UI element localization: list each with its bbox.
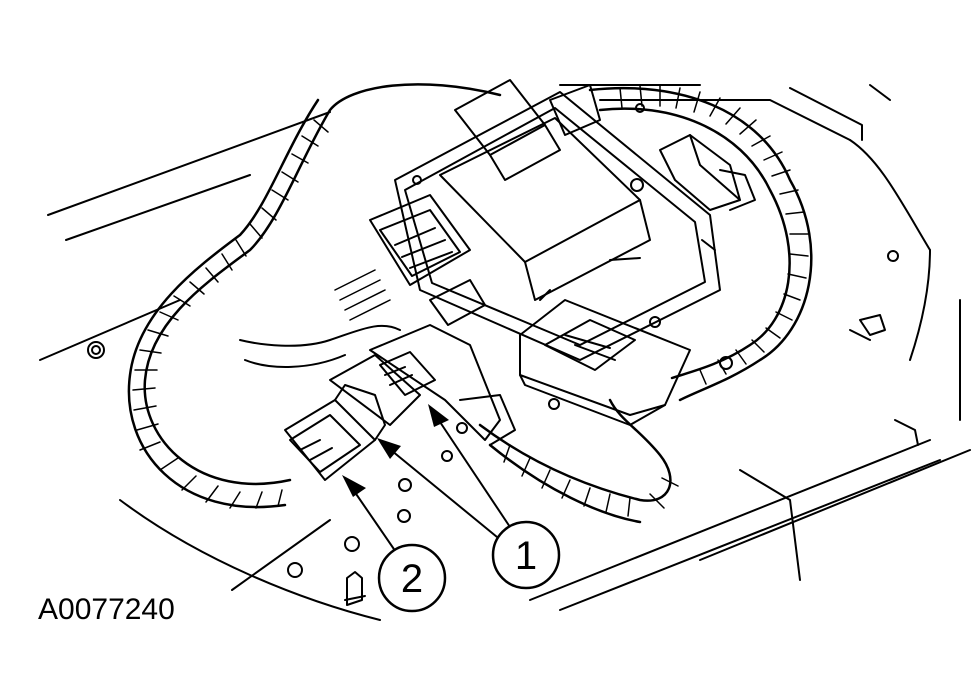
leader-arrow (377, 438, 401, 459)
leader-arrow (351, 487, 399, 556)
leader-arrow (435, 415, 513, 531)
body-panel-lines (39, 84, 971, 621)
fastener-pin (344, 571, 366, 606)
callout-2-number: 2 (401, 557, 423, 601)
leader-arrow (385, 445, 498, 538)
wire-clip (849, 314, 919, 446)
control-module (394, 79, 721, 361)
module-connector-left (369, 194, 486, 326)
leader-arrow (342, 475, 366, 497)
callout-2: 2 (377, 543, 447, 613)
callout-circle (491, 520, 561, 590)
callout-1-number: 1 (515, 534, 537, 578)
leader-arrow (428, 404, 449, 427)
callout-1: 1 (491, 520, 561, 590)
module-connector-right (519, 299, 691, 426)
figure-id-label: A0077240 (38, 593, 175, 626)
callout-leaders (351, 415, 513, 556)
callout-circle (377, 543, 447, 613)
mounting-holes (87, 103, 899, 578)
wiring-harness (127, 83, 813, 524)
inline-connectors (284, 324, 516, 481)
upper-connector (659, 134, 756, 211)
callout-arrowheads (342, 404, 449, 497)
